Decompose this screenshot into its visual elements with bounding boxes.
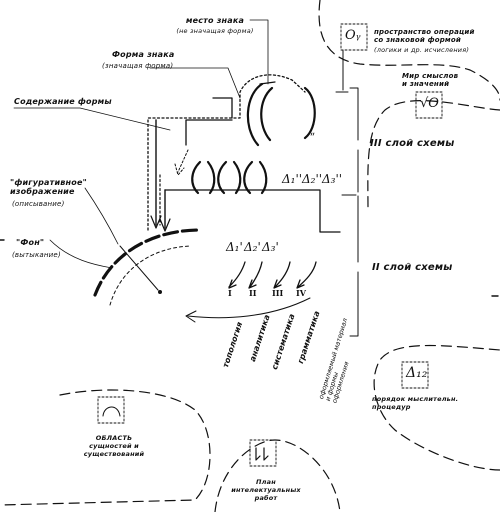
label-poryadok: порядок мыслительн. процедур (372, 395, 459, 411)
sign-form-outer-bracket (246, 82, 264, 147)
label-forma-znaka: Форма знака (112, 50, 175, 59)
delta-upper-1: Δ₁'' (282, 172, 303, 186)
label-prostranstvo: пространство операций со знаковой формой (374, 28, 475, 44)
leader-figurativ (84, 187, 119, 245)
delta-upper-3: Δ₃'' (322, 172, 343, 186)
sign-place-outline (147, 74, 306, 231)
sign-form-mark: ʺ (310, 132, 316, 145)
plan-arrows (255, 447, 269, 461)
label-fon-sub: (вытыкание) (12, 251, 61, 259)
order-box (401, 361, 429, 389)
discipline-arrow-1 (228, 261, 246, 289)
roman-1: I (228, 288, 232, 298)
region-meanings-boundary (367, 100, 500, 211)
leader-mesto (249, 19, 269, 85)
operations-connector (335, 49, 349, 93)
layer3-bracket (349, 87, 359, 193)
label-prostranstvo-sub: (логики и др. исчисления) (374, 46, 470, 54)
sign-form-right-bracket (303, 86, 316, 140)
roman-4: IV (296, 288, 306, 298)
layer2-bracket (349, 195, 359, 337)
operations-symbol: Oᵧ (345, 28, 361, 43)
discipline-arrow-4 (296, 261, 317, 289)
sign-form-inner-bracket (260, 86, 274, 142)
field-point (158, 290, 162, 294)
label-figurativnoe-sub: (описывание) (12, 200, 65, 208)
leader-fon (49, 239, 113, 269)
entities-box (97, 396, 125, 424)
region-order-boundary (373, 344, 500, 471)
delta-lower-3: Δ₃' (262, 240, 279, 254)
field-arc-outer (93, 228, 202, 297)
paren-4 (232, 160, 242, 195)
discipline-arrow-2 (248, 261, 263, 289)
arrow-a (150, 215, 162, 229)
paren-3 (217, 160, 228, 195)
meanings-symbol: √O (420, 96, 439, 111)
delta-lower-2: Δ₂' (244, 240, 261, 254)
region-operations-boundary (318, 0, 500, 101)
label-fon: "Фон" (16, 238, 45, 247)
roman-2: II (249, 288, 257, 298)
delta-lower-1: Δ₁' (226, 240, 243, 254)
paren-5 (243, 160, 254, 195)
region-entities-boundary (0, 389, 211, 506)
triple-down-arrow (174, 149, 189, 176)
label-soderzhanie: Содержание формы (14, 97, 112, 106)
entities-arc (102, 406, 121, 417)
discipline-arrow-3 (273, 261, 291, 289)
upper-connector (185, 97, 233, 146)
meanings-box (415, 91, 443, 119)
label-mesto-znaka-sub: (не значащая форма) (176, 27, 254, 35)
triple-bracket-connector (164, 189, 341, 233)
leader-forma (149, 67, 241, 99)
delta-upper-2: Δ₂'' (302, 172, 323, 186)
field-sweep-arrow (119, 245, 159, 291)
label-forma-znaka-sub: (значащая форма) (102, 62, 174, 70)
arrow-b (159, 218, 171, 232)
label-oblast: ОБЛАСТЬ сущностей и существований (83, 434, 145, 458)
delta-12: Δ₁₂ (406, 365, 428, 381)
return-arrow (185, 297, 311, 323)
label-figurativnoe: "фигуративное" изображение (10, 178, 87, 196)
paren-1 (191, 160, 202, 195)
plan-box (249, 439, 277, 467)
label-sloy-2: II слой схемы (372, 262, 453, 273)
label-mir-smyslov: Мир смыслов и значений (402, 72, 459, 88)
label-mesto-znaka: место знака (185, 16, 245, 25)
operations-box (340, 23, 368, 51)
label-sloy-3: III слой схемы (370, 138, 455, 149)
sign-form-cap (259, 81, 276, 85)
roman-3: III (272, 288, 284, 298)
label-plan: План интелектуальных работ (231, 478, 301, 502)
paren-6 (258, 160, 268, 195)
leader-soderzhanie (13, 107, 171, 131)
paren-2 (206, 160, 216, 195)
